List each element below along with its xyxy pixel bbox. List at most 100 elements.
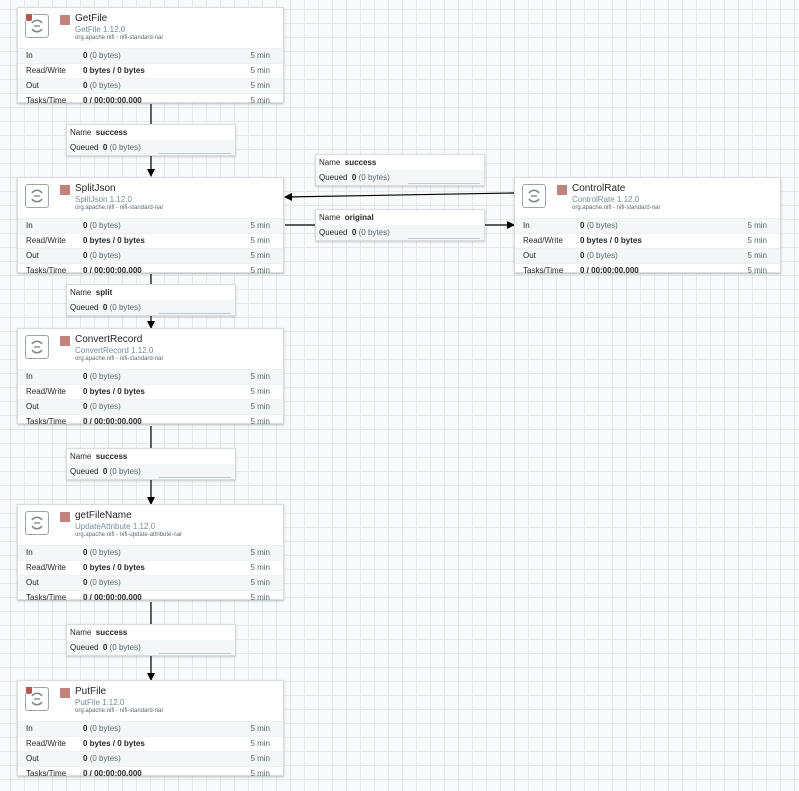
stat-label: Read/Write xyxy=(26,739,66,748)
stat-label: In xyxy=(523,221,530,230)
stat-label: Out xyxy=(26,81,39,90)
connection-queued-row: Queued 0 (0 bytes) xyxy=(67,640,235,655)
processor-name: ControlRate xyxy=(572,183,626,194)
stat-time: 5 min xyxy=(250,593,270,602)
stat-label: In xyxy=(26,548,33,557)
stat-value: 0 bytes / 0 bytes xyxy=(83,236,145,245)
connection-name-row: Name split xyxy=(70,288,113,297)
processor-type: UpdateAttribute 1.12.0 xyxy=(75,522,156,531)
stat-row-tasks-time: Tasks/Time 0 / 00:00:00.000 5 min xyxy=(18,590,283,605)
stat-time: 5 min xyxy=(250,251,270,260)
stat-row-read-write: Read/Write 0 bytes / 0 bytes 5 min xyxy=(515,233,780,248)
stat-label: In xyxy=(26,221,33,230)
stat-value: 0 (0 bytes) xyxy=(580,221,618,230)
connection-line-controlrate-splitjson[interactable] xyxy=(284,192,515,201)
stat-label: Tasks/Time xyxy=(26,266,67,275)
stat-row-read-write: Read/Write 0 bytes / 0 bytes 5 min xyxy=(18,233,283,248)
stat-time: 5 min xyxy=(250,739,270,748)
processor-type: ConvertRecord 1.12.0 xyxy=(75,346,154,355)
stat-row-in: In 0 (0 bytes) 5 min xyxy=(18,48,283,63)
stat-row-tasks-time: Tasks/Time 0 / 00:00:00.000 5 min xyxy=(18,263,283,278)
processor-type: SplitJson 1.12.0 xyxy=(75,195,132,204)
processor-type: GetFile 1.12.0 xyxy=(75,25,126,34)
stopped-state-icon[interactable] xyxy=(60,336,70,346)
stat-time: 5 min xyxy=(250,402,270,411)
connection-queued-row: Queued 0 (0 bytes) xyxy=(67,140,235,155)
stat-value: 0 (0 bytes) xyxy=(83,251,121,260)
queue-progress-bar xyxy=(159,153,231,154)
queue-progress-bar xyxy=(408,238,480,239)
processor-name: GetFile xyxy=(75,13,108,24)
stat-value: 0 bytes / 0 bytes xyxy=(83,387,145,396)
stat-label: Tasks/Time xyxy=(26,96,67,105)
stat-row-read-write: Read/Write 0 bytes / 0 bytes 5 min xyxy=(18,736,283,751)
connection-label-controlrate-splitjson[interactable]: Name success Queued 0 (0 bytes) xyxy=(315,154,485,186)
connection-name-row: Name success xyxy=(70,628,128,637)
stat-row-out: Out 0 (0 bytes) 5 min xyxy=(18,575,283,590)
processor-icon xyxy=(522,184,546,208)
stat-value: 0 bytes / 0 bytes xyxy=(83,66,145,75)
stat-row-in: In 0 (0 bytes) 5 min xyxy=(515,218,780,233)
processor-name: SplitJson xyxy=(75,183,116,194)
stat-time: 5 min xyxy=(250,81,270,90)
connection-queued-row: Queued 0 (0 bytes) xyxy=(316,225,484,240)
connection-label-splitjson-controlrate[interactable]: Name original Queued 0 (0 bytes) xyxy=(315,209,485,241)
stopped-state-icon[interactable] xyxy=(60,15,70,25)
stat-label: Tasks/Time xyxy=(523,266,564,275)
stat-value: 0 bytes / 0 bytes xyxy=(83,563,145,572)
stat-value: 0 / 00:00:00.000 xyxy=(83,96,142,105)
connection-label-splitjson-convertrecord[interactable]: Name split Queued 0 (0 bytes) xyxy=(66,284,236,316)
connection-label-convertrecord-getfilename[interactable]: Name success Queued 0 (0 bytes) xyxy=(66,448,236,480)
processor-getfilename[interactable]: getFileName UpdateAttribute 1.12.0 org.a… xyxy=(17,504,284,602)
stat-time: 5 min xyxy=(250,578,270,587)
stat-label: Tasks/Time xyxy=(26,417,67,426)
processor-convertrecord[interactable]: ConvertRecord ConvertRecord 1.12.0 org.a… xyxy=(17,328,284,426)
processor-bundle: org.apache.nifi - nifi-standard-nar xyxy=(75,708,164,714)
stat-value: 0 / 00:00:00.000 xyxy=(83,266,142,275)
connection-name-row: Name original xyxy=(319,213,374,222)
processor-putfile[interactable]: PutFile PutFile 1.12.0 org.apache.nifi -… xyxy=(17,680,284,778)
processor-controlrate[interactable]: ControlRate ControlRate 1.12.0 org.apach… xyxy=(514,177,781,275)
stopped-state-icon[interactable] xyxy=(60,185,70,195)
stopped-state-icon[interactable] xyxy=(557,185,567,195)
stat-value: 0 / 00:00:00.000 xyxy=(83,593,142,602)
stat-time: 5 min xyxy=(250,372,270,381)
stat-value: 0 (0 bytes) xyxy=(83,81,121,90)
connection-name-row: Name success xyxy=(70,128,128,137)
stopped-state-icon[interactable] xyxy=(60,512,70,522)
processor-splitjson[interactable]: SplitJson SplitJson 1.12.0 org.apache.ni… xyxy=(17,177,284,275)
queue-progress-bar xyxy=(159,313,231,314)
stat-label: In xyxy=(26,724,33,733)
stat-value: 0 (0 bytes) xyxy=(580,251,618,260)
processor-icon xyxy=(25,511,49,535)
stat-row-tasks-time: Tasks/Time 0 / 00:00:00.000 5 min xyxy=(18,93,283,108)
stat-label: Read/Write xyxy=(523,236,563,245)
connection-queued-row: Queued 0 (0 bytes) xyxy=(67,300,235,315)
stat-value: 0 bytes / 0 bytes xyxy=(83,739,145,748)
stat-label: Out xyxy=(26,402,39,411)
stat-value: 0 bytes / 0 bytes xyxy=(580,236,642,245)
processor-icon xyxy=(25,184,49,208)
stat-time: 5 min xyxy=(250,548,270,557)
stat-label: Out xyxy=(26,251,39,260)
stat-time: 5 min xyxy=(250,417,270,426)
queue-progress-bar xyxy=(408,183,480,184)
stat-row-read-write: Read/Write 0 bytes / 0 bytes 5 min xyxy=(18,63,283,78)
stat-row-tasks-time: Tasks/Time 0 / 00:00:00.000 5 min xyxy=(18,414,283,429)
stat-row-out: Out 0 (0 bytes) 5 min xyxy=(515,248,780,263)
stat-row-read-write: Read/Write 0 bytes / 0 bytes 5 min xyxy=(18,560,283,575)
connection-label-getfile-splitjson[interactable]: Name success Queued 0 (0 bytes) xyxy=(66,124,236,156)
processor-getfile[interactable]: GetFile GetFile 1.12.0 org.apache.nifi -… xyxy=(17,7,284,105)
connection-name-row: Name success xyxy=(70,452,128,461)
stat-value: 0 (0 bytes) xyxy=(83,724,121,733)
stat-row-tasks-time: Tasks/Time 0 / 00:00:00.000 5 min xyxy=(515,263,780,278)
stat-value: 0 / 00:00:00.000 xyxy=(580,266,639,275)
stat-row-out: Out 0 (0 bytes) 5 min xyxy=(18,751,283,766)
processor-bundle: org.apache.nifi - nifi-standard-nar xyxy=(75,356,164,362)
restricted-shield-icon xyxy=(25,13,33,22)
stopped-state-icon[interactable] xyxy=(60,688,70,698)
stat-label: Tasks/Time xyxy=(26,593,67,602)
stat-label: In xyxy=(26,51,33,60)
stat-value: 0 (0 bytes) xyxy=(83,402,121,411)
connection-label-getfilename-putfile[interactable]: Name success Queued 0 (0 bytes) xyxy=(66,624,236,656)
